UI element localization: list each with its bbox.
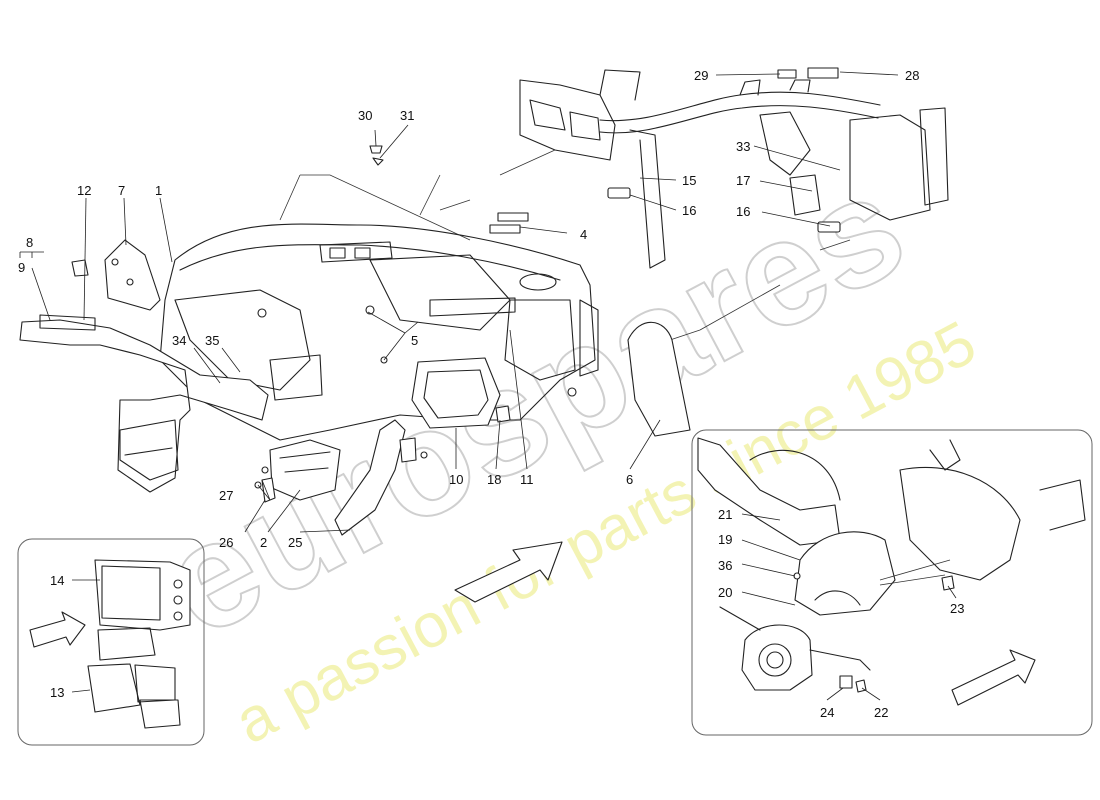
- callout-33[interactable]: 33: [736, 139, 750, 154]
- callout-23[interactable]: 23: [950, 601, 964, 616]
- callout-20[interactable]: 20: [718, 585, 732, 600]
- callout-5[interactable]: 5: [411, 333, 418, 348]
- control-panel-13[interactable]: [87, 663, 141, 713]
- callout-21[interactable]: 21: [718, 507, 732, 522]
- callout-18[interactable]: 18: [487, 472, 501, 487]
- assembly-guide-lines: [279, 149, 851, 351]
- direction-arrow-center: [454, 541, 563, 603]
- beam-pad-29[interactable]: [777, 69, 797, 79]
- callout-35[interactable]: 35: [205, 333, 219, 348]
- inset-frame-right: [691, 429, 1093, 736]
- clip-4b[interactable]: [497, 212, 529, 222]
- callout-24[interactable]: 24: [820, 705, 834, 720]
- beam-pad-28[interactable]: [807, 67, 839, 79]
- callout-8[interactable]: 8: [26, 235, 33, 250]
- callout-14[interactable]: 14: [50, 573, 64, 588]
- column-cover-20[interactable]: [794, 531, 896, 616]
- callout-12[interactable]: 12: [77, 183, 91, 198]
- callout-36[interactable]: 36: [718, 558, 732, 573]
- leader-lines: [19, 71, 899, 533]
- callout-13[interactable]: 13: [50, 685, 64, 700]
- fasteners-top[interactable]: [369, 145, 384, 166]
- callout-7[interactable]: 7: [118, 183, 125, 198]
- callout-27[interactable]: 27: [219, 488, 233, 503]
- callout-2[interactable]: 2: [260, 535, 267, 550]
- callout-22[interactable]: 22: [874, 705, 888, 720]
- direction-arrow-inset-left: [29, 611, 86, 648]
- callout-19[interactable]: 19: [718, 532, 732, 547]
- screw-22[interactable]: [855, 679, 867, 693]
- inset-display-panel: [17, 538, 205, 746]
- callout-17[interactable]: 17: [736, 173, 750, 188]
- inset-frame-left: [17, 538, 205, 746]
- side-panel-left[interactable]: [71, 239, 161, 311]
- callout-30[interactable]: 30: [358, 108, 372, 123]
- mount-16b[interactable]: [817, 221, 841, 233]
- switch-assembly[interactable]: [741, 624, 813, 691]
- clip-4a[interactable]: [489, 224, 521, 234]
- callout-34[interactable]: 34: [172, 333, 186, 348]
- screw-24[interactable]: [839, 675, 853, 689]
- callout-6[interactable]: 6: [626, 472, 633, 487]
- side-panel-right[interactable]: [627, 321, 691, 437]
- callout-28[interactable]: 28: [905, 68, 919, 83]
- center-vent-bezel[interactable]: [411, 357, 501, 429]
- lower-brackets[interactable]: [254, 405, 511, 536]
- watermark: eurospares a passion for parts since 198…: [135, 139, 987, 757]
- callout-31[interactable]: 31: [400, 108, 414, 123]
- callout-9[interactable]: 9: [18, 260, 25, 275]
- callout-4[interactable]: 4: [580, 227, 587, 242]
- clip-23[interactable]: [941, 575, 955, 591]
- cross-car-beam[interactable]: [489, 67, 949, 269]
- inset-steering-column: [691, 429, 1093, 736]
- mount-16a[interactable]: [607, 187, 631, 199]
- callout-16a[interactable]: 16: [682, 203, 696, 218]
- callout-11[interactable]: 11: [520, 472, 534, 487]
- callout-25[interactable]: 25: [288, 535, 302, 550]
- callout-10[interactable]: 10: [449, 472, 463, 487]
- lower-fascia[interactable]: [19, 314, 269, 493]
- callout-15[interactable]: 15: [682, 173, 696, 188]
- direction-arrow-inset-right: [951, 649, 1036, 706]
- callout-1[interactable]: 1: [155, 183, 162, 198]
- display-bezel-14[interactable]: [94, 559, 191, 631]
- callout-16b[interactable]: 16: [736, 204, 750, 219]
- callout-labels: 1 2 4 5 6 7 8 9 10 11 12 13 14 15 16 16 …: [18, 68, 964, 720]
- callout-26[interactable]: 26: [219, 535, 233, 550]
- callout-29[interactable]: 29: [694, 68, 708, 83]
